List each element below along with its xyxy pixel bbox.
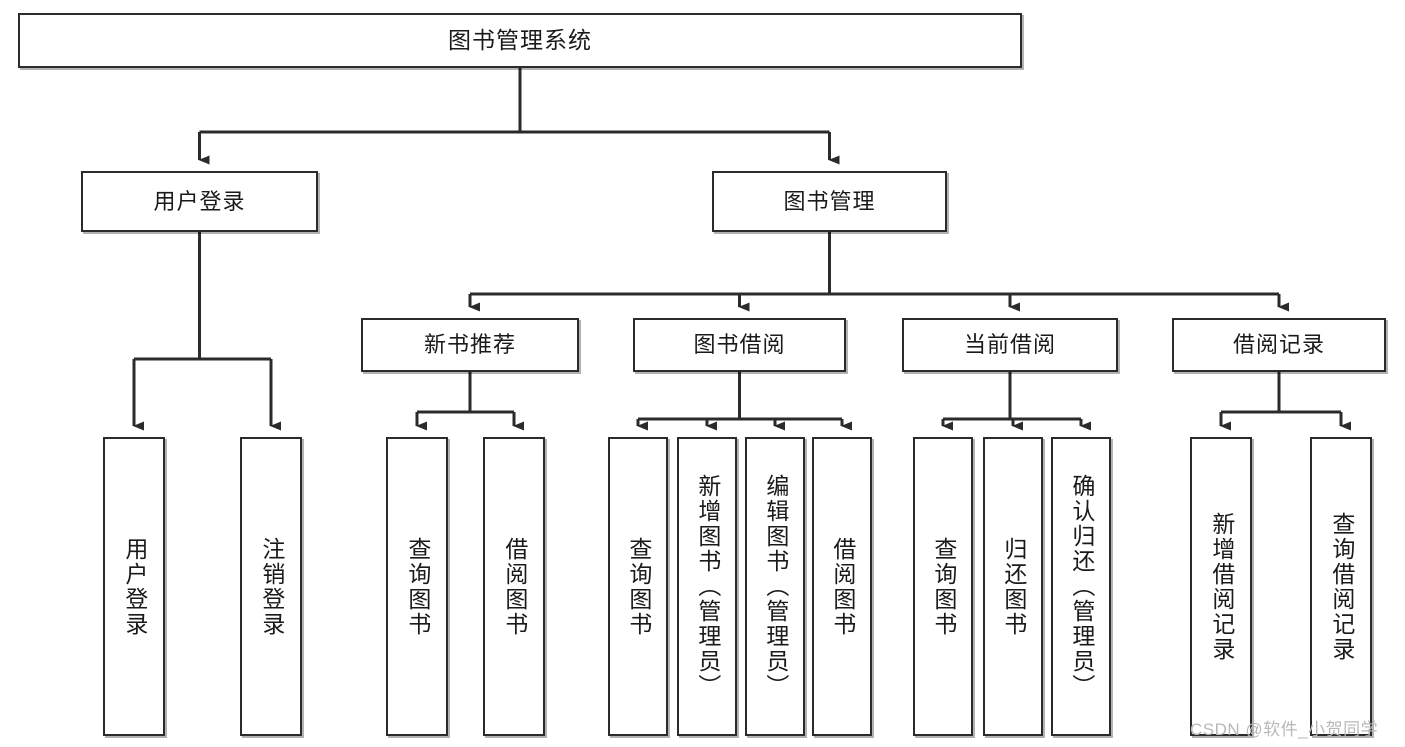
node-label: 借阅图书 [501, 536, 528, 637]
node-leaf-query-book-2[interactable]: 查询图书 [608, 437, 668, 736]
node-leaf-return-book[interactable]: 归还图书 [983, 437, 1043, 736]
node-label: 借阅记录 [1232, 332, 1325, 358]
node-label: 查询图书 [625, 536, 652, 637]
node-label: 确认归还（管理员） [1068, 474, 1095, 699]
node-leaf-add-record[interactable]: 新增借阅记录 [1190, 437, 1252, 736]
node-label: 用户登录 [153, 188, 246, 214]
node-current-borrow[interactable]: 当前借阅 [902, 318, 1118, 372]
node-leaf-confirm-return[interactable]: 确认归还（管理员） [1051, 437, 1111, 736]
node-book-manage[interactable]: 图书管理 [712, 171, 947, 232]
node-label: 新增借阅记录 [1208, 511, 1235, 662]
node-leaf-add-book[interactable]: 新增图书（管理员） [677, 437, 737, 736]
node-leaf-query-book-1[interactable]: 查询图书 [386, 437, 448, 736]
node-label: 查询图书 [404, 536, 431, 637]
node-user-login[interactable]: 用户登录 [81, 171, 318, 232]
node-label: 借阅图书 [829, 536, 856, 637]
node-leaf-borrow-book-2[interactable]: 借阅图书 [812, 437, 872, 736]
node-leaf-query-book-3[interactable]: 查询图书 [913, 437, 973, 736]
node-label: 新书推荐 [423, 332, 516, 358]
node-book-borrow[interactable]: 图书借阅 [633, 318, 846, 372]
node-label: 注销登录 [258, 536, 285, 637]
node-label: 新增图书（管理员） [694, 474, 721, 699]
node-label: 用户登录 [121, 536, 148, 637]
node-label: 图书借阅 [693, 332, 786, 358]
csdn-watermark: CSDN @软件_小贺同学 [1190, 720, 1379, 739]
node-label: 归还图书 [1000, 536, 1027, 637]
node-label: 当前借阅 [963, 332, 1056, 358]
node-borrow-record[interactable]: 借阅记录 [1172, 318, 1386, 372]
node-leaf-query-record[interactable]: 查询借阅记录 [1310, 437, 1372, 736]
node-label: 查询借阅记录 [1328, 511, 1355, 662]
node-label: 图书管理 [783, 188, 876, 214]
node-label: 编辑图书（管理员） [762, 474, 789, 699]
node-label: 查询图书 [930, 536, 957, 637]
node-leaf-borrow-book-1[interactable]: 借阅图书 [483, 437, 545, 736]
node-root[interactable]: 图书管理系统 [18, 13, 1022, 68]
node-leaf-user-login[interactable]: 用户登录 [103, 437, 165, 736]
node-leaf-user-logout[interactable]: 注销登录 [240, 437, 302, 736]
node-label: 图书管理系统 [448, 27, 592, 54]
node-new-book-rec[interactable]: 新书推荐 [361, 318, 579, 372]
node-leaf-edit-book[interactable]: 编辑图书（管理员） [745, 437, 805, 736]
